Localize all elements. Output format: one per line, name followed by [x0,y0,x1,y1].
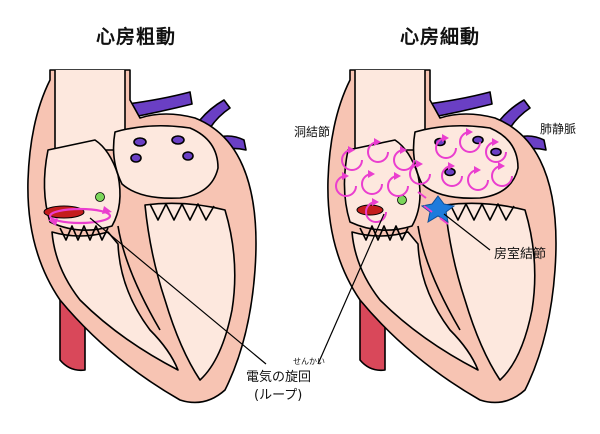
septum-left [117,225,161,331]
swirl-arrow [459,131,481,153]
swirl-arrowhead [368,170,375,178]
swirl-arrowhead [348,146,355,154]
swirl-arrow [335,175,357,197]
av-node-inflow-arrow [417,191,427,199]
vein-opening-4-left [182,151,194,161]
swirl-arrow [435,137,457,159]
heart-right [327,69,557,404]
swirl-arrow [441,165,463,187]
swirl-arrowhead [498,162,505,170]
swirl-arrowhead [416,160,423,168]
swirl-arrow [491,165,513,187]
vein-opening-1-left [133,137,147,147]
sa-node-left [95,192,105,202]
vein-opening-2-left [171,135,185,145]
swirl-arrowhead [394,172,401,180]
label-reading: せんかい [293,357,325,366]
av-node-inflow-arrow [423,205,433,213]
leader-right-loop [317,213,385,365]
vein-opening-3-left [130,153,142,163]
swirl-arrow [387,175,409,197]
septum-right [417,225,461,331]
swirl-arrowhead [342,172,349,180]
swirl-arrowhead [372,198,379,206]
label-circuit-line1: 電気の旋回 [246,370,312,385]
swirl-arrow [409,163,431,185]
label-circuit-line2: (ループ) [254,388,303,403]
right-ventricle-right [351,231,479,371]
title-atrial-fibrillation: 心房細動 [400,26,481,48]
mitral-valve-left [149,203,215,221]
swirl-arrow [367,141,389,163]
label-pulmonary-vein: 肺静脈 [540,122,577,136]
reentry-loop-left [48,206,112,226]
label-sa-node: 洞結節 [294,125,331,139]
swirl-arrow [361,173,383,195]
pulmonary-vein-upper-left [119,91,193,119]
label-av-node: 房室結節 [494,247,547,262]
swirl-arrowhead [400,146,407,154]
vein-opening-3-right [444,167,456,177]
leader-lines [89,213,491,365]
swirl-arrowhead [448,162,455,170]
pulmonary-vein-upper-right [419,91,493,119]
swirl-arrowhead [442,134,449,142]
tricuspid-valve-right [359,225,409,241]
pulmonary-vein-top-left [199,99,231,129]
vein-opening-2-right [472,135,484,145]
swirl-arrow [341,149,363,171]
swirl-arrow [485,141,507,163]
left-ventricle-left [144,202,236,381]
left-atrium-right [412,124,519,200]
leader-av-node [443,213,491,251]
right-ventricle-left [51,231,179,371]
mitral-valve-right [449,203,515,221]
swirl-arrowhead [492,138,499,146]
leader-left-loop [89,217,267,365]
swirl-arrowhead [474,166,481,174]
pulmonary-vein-top-right [499,99,531,129]
swirl-arrowhead [466,128,473,136]
swirl-arrowhead [374,138,381,146]
tricuspid-valve-left [59,225,109,241]
left-atrium-left [112,124,219,200]
left-ventricle-right [444,202,536,381]
swirl-arrow [393,149,415,171]
vein-opening-4-right [490,147,502,157]
red-marker-right [356,204,384,216]
fibrillation-swirls [335,128,513,225]
av-node-inflow-arrow [439,217,449,225]
heart-left [27,69,257,404]
swirl-arrow [365,201,387,223]
swirl-arrow [467,169,489,191]
title-atrial-flutter: 心房粗動 [96,26,177,48]
